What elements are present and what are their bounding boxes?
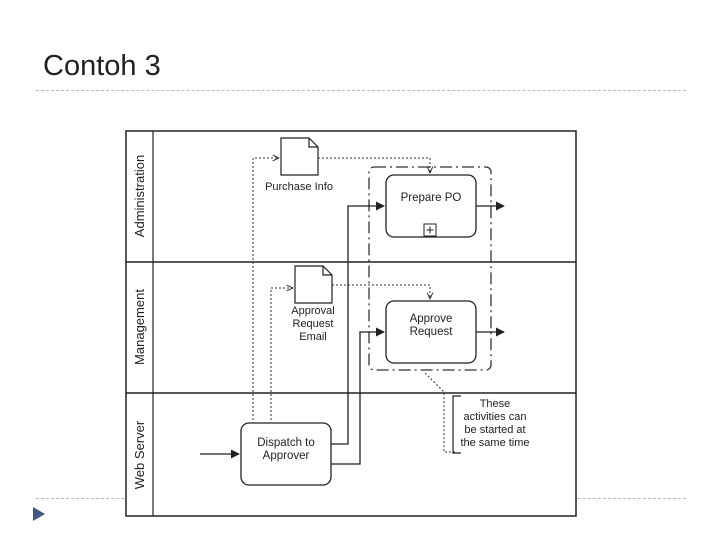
- task-prepare-po-label: Prepare PO: [401, 192, 462, 204]
- association-purchase-info-to-prepare-po: [318, 157, 430, 173]
- flow-dispatch-to-prepare-po: [331, 201, 385, 445]
- document-approval-email-label-1: Approval: [291, 305, 334, 317]
- flow-dispatch-to-approve-request: [331, 327, 385, 465]
- task-dispatch-label-2: Approver: [263, 450, 310, 462]
- annotation-line-3: be started at: [464, 424, 525, 436]
- process-diagram: Administration Management Web Server Pre…: [125, 130, 577, 517]
- title-divider: [36, 90, 686, 91]
- document-approval-email-label-2: Request: [293, 318, 334, 330]
- task-dispatch-to-approver: [240, 422, 332, 486]
- task-approve-request-label-2: Request: [410, 326, 454, 338]
- association-group-to-annotation: [424, 372, 455, 453]
- document-approval-email-label-3: Email: [299, 331, 327, 343]
- document-approval-email-icon: [294, 265, 333, 304]
- annotation-line-2: activities can: [464, 411, 527, 423]
- document-purchase-info-label: Purchase Info: [265, 181, 333, 193]
- slide-title: Contoh 3: [43, 50, 161, 82]
- association-dispatch-to-approval-email: [270, 288, 293, 420]
- task-dispatch-label-1: Dispatch to: [257, 437, 315, 449]
- association-approval-email-to-approve-request: [332, 284, 430, 299]
- lane-label-web-server: Web Server: [132, 420, 147, 489]
- bullet-arrow-icon: [33, 507, 45, 521]
- lane-label-administration: Administration: [132, 155, 147, 237]
- association-dispatch-to-purchase-info: [252, 158, 279, 420]
- annotation-line-4: the same time: [460, 437, 529, 449]
- annotation-line-1: These: [480, 398, 511, 410]
- task-approve-request-label-1: Approve: [410, 313, 453, 325]
- lane-label-management: Management: [132, 289, 147, 365]
- annotation-bracket: [452, 395, 461, 454]
- document-purchase-info-icon: [280, 137, 319, 176]
- pool-frame: [125, 130, 577, 517]
